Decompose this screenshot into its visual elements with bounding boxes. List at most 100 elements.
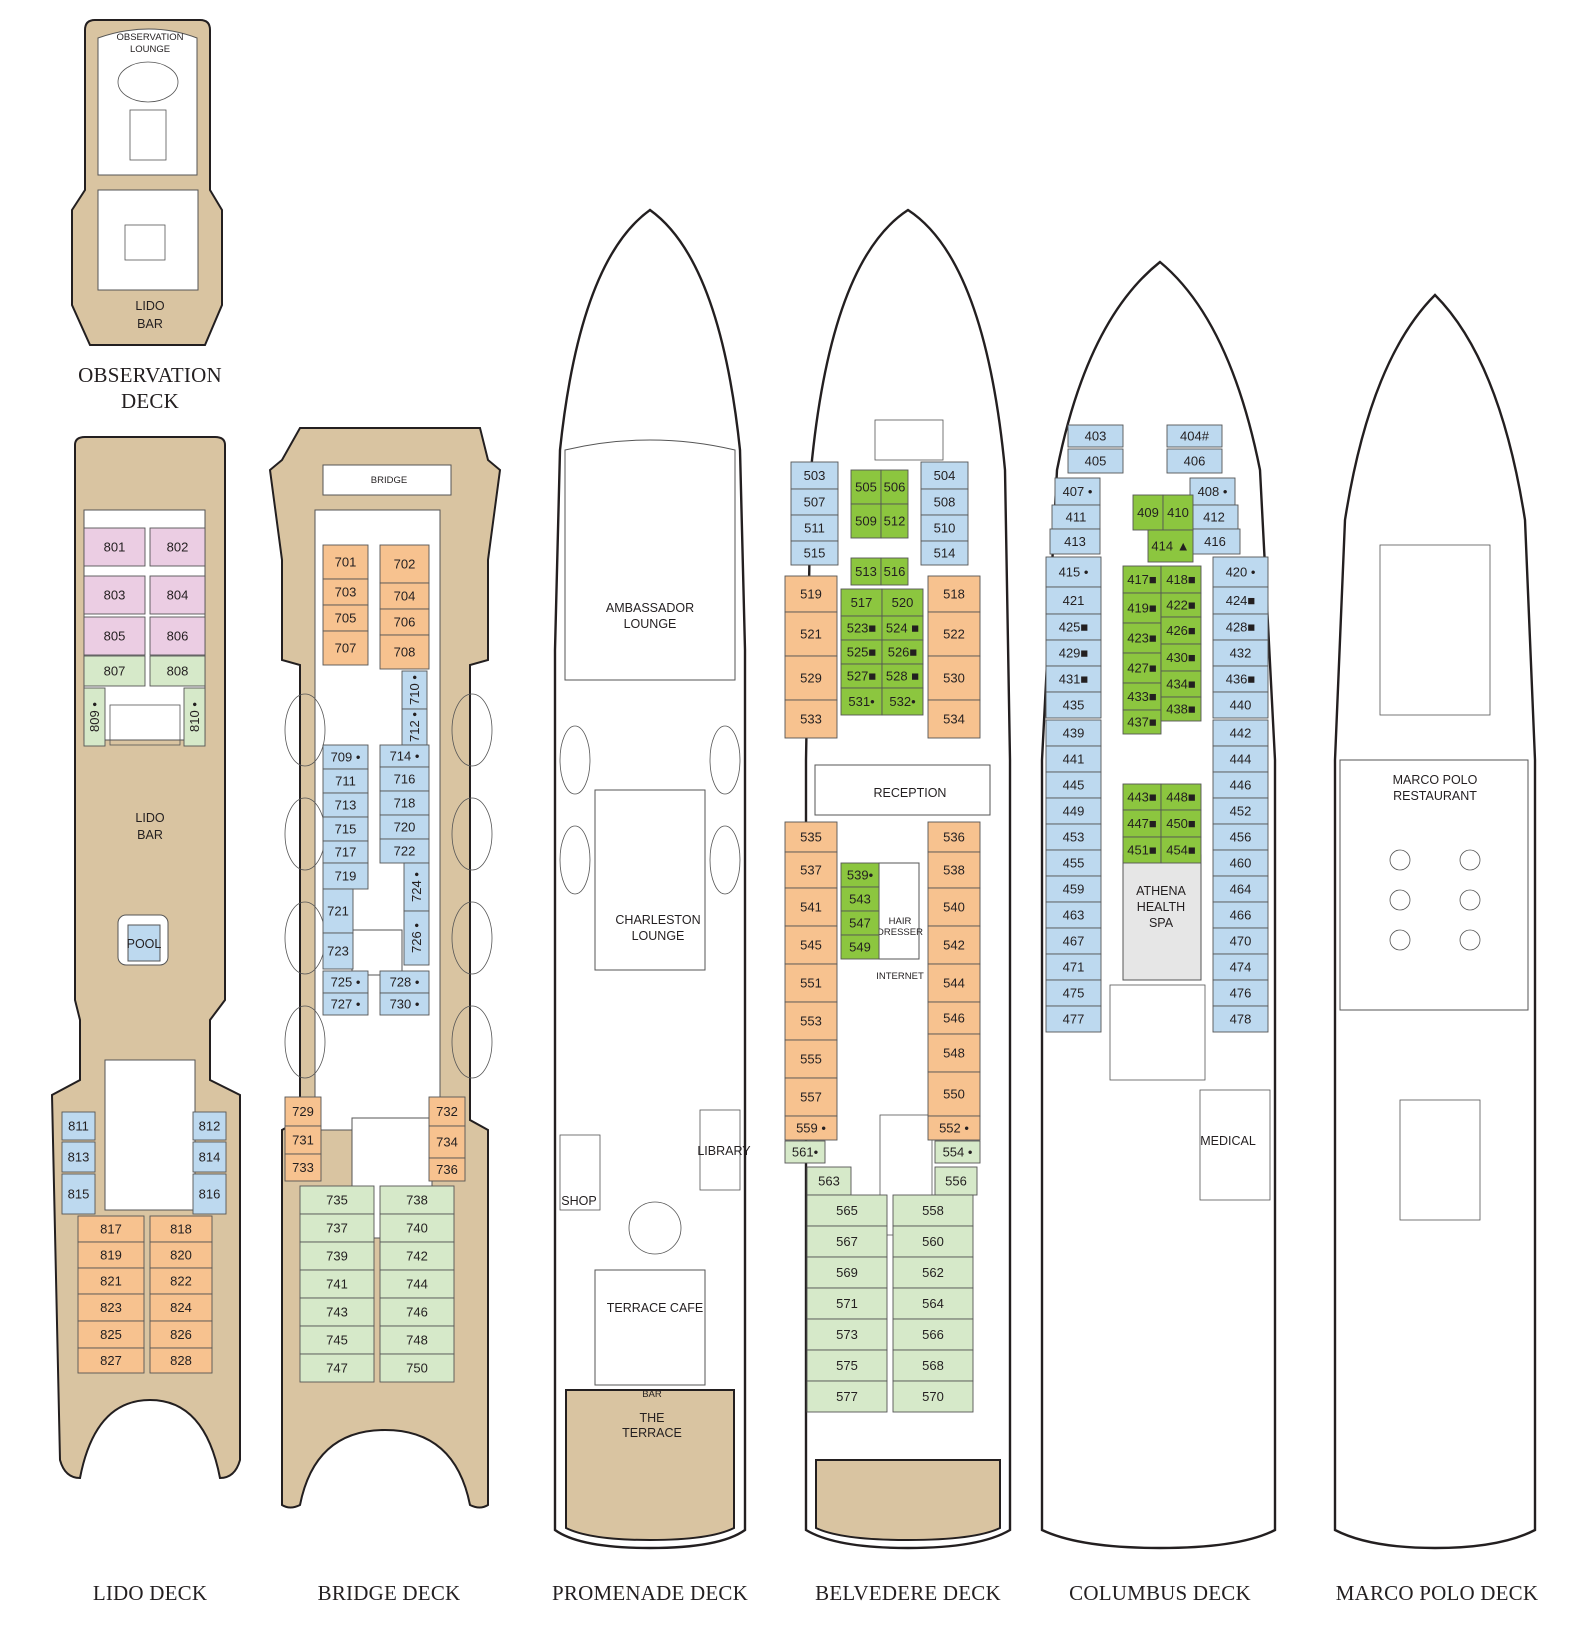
cabin-number: 577 xyxy=(836,1389,858,1404)
cabin-735: 735 xyxy=(299,1185,375,1215)
cabin-box xyxy=(322,816,369,842)
observation-deck-title-2: DECK xyxy=(121,389,179,413)
cabin-405: 405 xyxy=(1067,448,1124,474)
cabin-box xyxy=(806,1256,888,1289)
cabin-number: 512 xyxy=(884,514,906,529)
cabin-510: 510 xyxy=(920,514,969,542)
cabin-number: 717 xyxy=(335,845,357,860)
cabin-732: 732 xyxy=(428,1096,466,1127)
library-label: LIBRARY xyxy=(697,1144,751,1158)
cabin-box xyxy=(428,1096,466,1127)
cabin-number: 564 xyxy=(922,1296,944,1311)
cabin-726: 726 • xyxy=(403,910,430,966)
cabin-530: 530 xyxy=(927,655,981,701)
cabin-box xyxy=(806,1166,852,1196)
marco-polo-aft-room xyxy=(1399,1099,1481,1221)
bridge-center-room xyxy=(351,929,403,976)
cabin-number: 742 xyxy=(406,1249,428,1264)
cabin-406: 406 xyxy=(1166,448,1223,474)
cabin-453: 453 xyxy=(1045,823,1102,851)
cabin-number: 544 xyxy=(943,976,965,991)
cabin-box xyxy=(322,744,369,770)
cabin-549: 549 xyxy=(840,934,880,960)
cabin-555: 555 xyxy=(784,1039,838,1079)
cabin-577: 577 xyxy=(806,1380,888,1413)
cabin-460: 460 xyxy=(1212,849,1269,877)
cabin-number: 506 xyxy=(884,480,906,495)
cabin-number: 414 ▲ xyxy=(1151,539,1189,554)
cabin-804: 804 xyxy=(149,575,206,615)
cabin-number: 451■ xyxy=(1127,843,1157,858)
cabin-box xyxy=(401,670,428,710)
cabin-504: 504 xyxy=(920,461,969,490)
cabin-box xyxy=(299,1269,375,1299)
terrace-bar-label: BAR xyxy=(642,1389,662,1400)
cabin-box xyxy=(1212,979,1269,1007)
ambassador-lounge-area xyxy=(564,439,736,681)
cabin-431: 431■ xyxy=(1045,665,1102,693)
cabin-number: 478 xyxy=(1230,1012,1252,1027)
cabin-box xyxy=(1045,691,1102,719)
cabin-456: 456 xyxy=(1212,823,1269,851)
cabin-number: 422■ xyxy=(1166,598,1196,613)
cabin-box xyxy=(1122,622,1162,654)
restaurant-table-2 xyxy=(1459,849,1481,871)
cabin-420: 420 • xyxy=(1212,556,1269,588)
cabin-450: 450■ xyxy=(1160,809,1202,838)
cabin-number: 430■ xyxy=(1166,650,1196,665)
cabin-box xyxy=(840,862,880,888)
cabin-number: 505 xyxy=(855,480,877,495)
cabin-number: 514 xyxy=(934,546,956,561)
cabin-number: 568 xyxy=(922,1358,944,1373)
cabin-475: 475 xyxy=(1045,979,1102,1007)
lifeboat-starboard-3 xyxy=(451,901,493,975)
cabin-number: 704 xyxy=(394,589,416,604)
cabin-number: 744 xyxy=(406,1277,428,1292)
pool-label: POOL xyxy=(127,937,162,951)
hair-label-2: DRESSER xyxy=(877,927,923,938)
cabin-box xyxy=(1045,953,1102,981)
cabin-number: 731 xyxy=(292,1133,314,1148)
cabin-565: 565 xyxy=(806,1194,888,1227)
cabin-number: 452 xyxy=(1230,804,1252,819)
cabin-819: 819 xyxy=(77,1241,145,1269)
cabin-box xyxy=(1122,783,1162,811)
lifeboat-port-4 xyxy=(284,1005,326,1079)
cabin-box xyxy=(322,578,369,606)
cabin-box xyxy=(1067,424,1124,448)
athena-health-spa-room xyxy=(1122,854,1202,981)
cabin-box xyxy=(1212,745,1269,773)
cabin-number: 716 xyxy=(394,772,416,787)
cabin-521: 521 xyxy=(784,611,838,657)
cabin-box xyxy=(1054,477,1101,506)
promenade-lifeboat-1 xyxy=(559,725,591,795)
cabin-548: 548 xyxy=(927,1033,981,1073)
cabin-number: 557 xyxy=(800,1090,822,1105)
cabin-box xyxy=(1045,556,1102,588)
cabin-number: 805 xyxy=(104,629,126,644)
cabin-445: 445 xyxy=(1045,771,1102,799)
cabin-number: 522 xyxy=(943,627,965,642)
cabin-number: 421 xyxy=(1063,593,1085,608)
lido-aft-hall xyxy=(104,1059,196,1211)
cabin-box xyxy=(920,540,969,566)
promenade-lifeboat-3 xyxy=(709,725,741,795)
pool xyxy=(127,924,161,962)
cabin-number: 517 xyxy=(851,595,873,610)
cabin-number: 567 xyxy=(836,1234,858,1249)
marco-polo-deck: MARCO POLO RESTAURANT MARCO POLO DECK xyxy=(1333,293,1538,1605)
cabin-box xyxy=(149,575,206,615)
cabin-523: 523■ xyxy=(840,615,883,641)
cabin-box xyxy=(299,1241,375,1271)
cabin-417: 417■ xyxy=(1122,565,1162,594)
cabin-number: 523■ xyxy=(847,621,877,636)
cabin-box xyxy=(1212,771,1269,799)
cabin-box xyxy=(927,851,981,889)
cabin-number: 715 xyxy=(335,822,357,837)
cabin-712: 712 • xyxy=(401,708,428,746)
cabin-box xyxy=(322,630,369,666)
cabin-box xyxy=(1049,528,1101,555)
cabin-box xyxy=(806,1380,888,1413)
cabin-number: 475 xyxy=(1063,986,1085,1001)
cabin-box xyxy=(784,925,838,965)
